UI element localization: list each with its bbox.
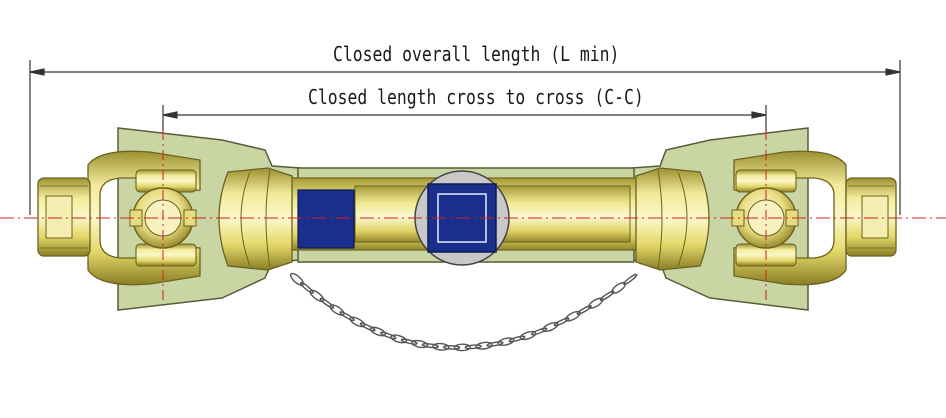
chain-link (329, 304, 345, 316)
chain-link (611, 281, 627, 294)
chain-link (339, 311, 355, 322)
right-hub (635, 167, 710, 271)
chain-link (289, 272, 305, 286)
chain-link (497, 337, 515, 347)
chain-link (400, 338, 418, 345)
chain-link (319, 297, 335, 309)
chain-link (390, 334, 408, 344)
chain-link (587, 297, 604, 309)
chain-link (432, 342, 450, 351)
chain-link (309, 289, 325, 302)
chain-link (299, 281, 314, 294)
chain-link (359, 322, 376, 332)
chain-link (475, 341, 493, 350)
chain-link (599, 290, 615, 302)
chain-link (564, 310, 581, 322)
chain-link (421, 343, 439, 349)
chain-link (508, 335, 526, 343)
chain-link (623, 273, 638, 286)
right-splined-hub-icon (845, 177, 897, 257)
chain-link (442, 345, 461, 350)
chain-link (369, 326, 387, 337)
cross-length-label: Closed length cross to cross (C-C) (308, 85, 644, 109)
right-cross-journal-icon (731, 169, 799, 267)
chain-link (542, 321, 559, 333)
chain-link (411, 339, 429, 349)
chain-link (349, 316, 366, 328)
overall-dimension-line (29, 60, 901, 215)
chain-link (576, 305, 592, 315)
splined-hub-icon (37, 177, 91, 257)
safety-chain-icon (289, 272, 638, 352)
chain-link (453, 343, 472, 352)
chain-link (380, 331, 397, 340)
chain-link (486, 341, 504, 347)
chain-link (519, 330, 537, 341)
chain-link (530, 327, 548, 336)
chain-link (553, 317, 570, 327)
left-hub (218, 167, 293, 271)
chain-link (464, 344, 482, 350)
profile-section-left (297, 189, 355, 249)
overall-length-label: Closed overall length (L min) (333, 42, 620, 66)
